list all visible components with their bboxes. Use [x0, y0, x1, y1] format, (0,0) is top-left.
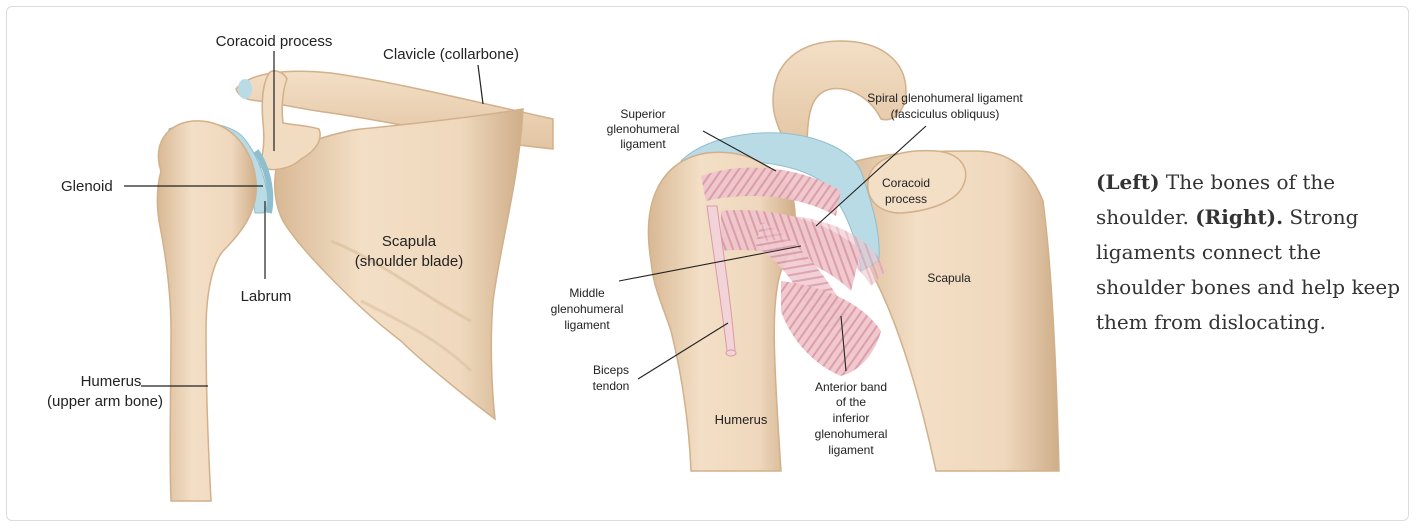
- figure-card: Coracoid process Clavicle (collarbone) G…: [6, 6, 1409, 521]
- label-anterior-5: ligament: [828, 443, 874, 457]
- label-clavicle: Clavicle (collarbone): [383, 46, 519, 63]
- label-coracoid-process: Coracoid process: [216, 33, 333, 50]
- label-anterior-3: inferior: [833, 411, 870, 425]
- label-anterior-4: glenohumeral: [815, 427, 888, 441]
- label-spiral: Spiral glenohumeral ligament: [867, 91, 1023, 105]
- label-humerus: Humerus: [81, 373, 142, 390]
- label-coracoid-right-2: process: [885, 192, 927, 206]
- label-middle-2: glenohumeral: [551, 302, 624, 316]
- label-spiral-2: (fasciculus obliquus): [891, 107, 1000, 121]
- label-anterior: Anterior band: [815, 380, 887, 394]
- label-biceps: Biceps: [593, 363, 629, 377]
- right-diagram: Superior glenohumeral ligament Spiral gl…: [551, 41, 1059, 471]
- inferior-glenohumeral-ligament: [781, 281, 881, 376]
- left-diagram: Coracoid process Clavicle (collarbone) G…: [47, 33, 553, 501]
- humerus-bone: [157, 121, 256, 501]
- label-superior-3: ligament: [620, 137, 666, 151]
- label-scapula-sub: (shoulder blade): [355, 253, 463, 270]
- caption-right-bold: (Right).: [1195, 205, 1283, 229]
- label-glenoid: Glenoid: [61, 178, 113, 195]
- label-scapula-right: Scapula: [927, 271, 971, 285]
- label-scapula: Scapula: [382, 233, 437, 250]
- label-middle: Middle: [569, 286, 605, 300]
- label-humerus-right: Humerus: [715, 412, 768, 427]
- caption-left-bold: (Left): [1096, 170, 1160, 194]
- label-superior: Superior: [620, 107, 665, 121]
- label-coracoid-right: Coracoid: [882, 176, 930, 190]
- label-superior-2: glenohumeral: [607, 122, 680, 136]
- figure-caption: (Left) The bones of the shoulder. (Right…: [1096, 165, 1406, 340]
- label-anterior-2: of the: [836, 395, 866, 409]
- label-humerus-sub: (upper arm bone): [47, 393, 163, 410]
- label-biceps-2: tendon: [593, 379, 630, 393]
- label-middle-3: ligament: [564, 318, 610, 332]
- label-labrum: Labrum: [241, 288, 292, 305]
- clavicle-joint-cartilage: [238, 79, 252, 99]
